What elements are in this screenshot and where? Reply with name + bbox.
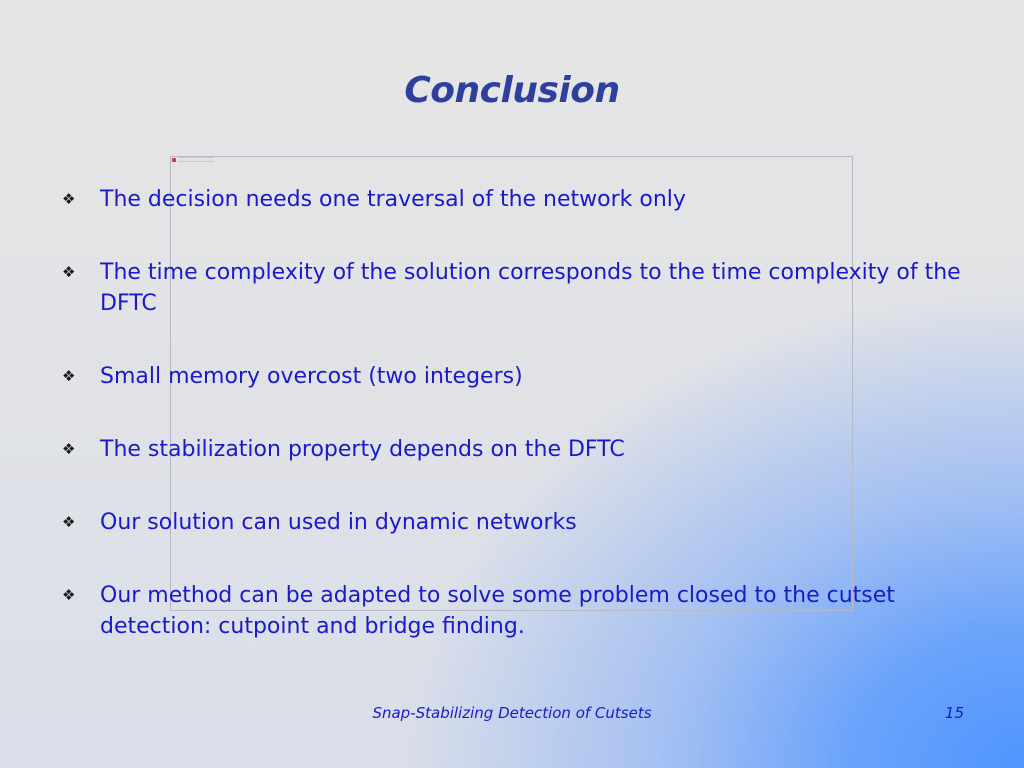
embedded-object-caption-lines: [178, 157, 214, 162]
diamond-bullet-icon: ❖: [62, 586, 76, 604]
bullet-text: The decision needs one traversal of the …: [100, 187, 686, 212]
diamond-bullet-icon: ❖: [62, 367, 76, 385]
bullet-item: ❖ Small memory overcost (two integers): [62, 361, 972, 392]
bullet-text: The stabilization property depends on th…: [100, 437, 625, 462]
bullet-item: ❖ Our solution can used in dynamic netwo…: [62, 507, 972, 538]
bullet-list: ❖ The decision needs one traversal of th…: [62, 184, 972, 684]
bullet-item: ❖ The stabilization property depends on …: [62, 434, 972, 465]
diamond-bullet-icon: ❖: [62, 263, 76, 281]
bullet-item: ❖ The time complexity of the solution co…: [62, 257, 972, 319]
embedded-object-marker-icon: [172, 158, 176, 162]
embedded-object-frame: [170, 156, 853, 611]
bullet-item: ❖ The decision needs one traversal of th…: [62, 184, 972, 215]
diamond-bullet-icon: ❖: [62, 440, 76, 458]
slide-title: Conclusion: [404, 70, 620, 111]
footer-presentation-title: Snap-Stabilizing Detection of Cutsets: [372, 704, 652, 722]
diamond-bullet-icon: ❖: [62, 513, 76, 531]
slide-number: 15: [944, 704, 964, 722]
bullet-text: Our method can be adapted to solve some …: [100, 583, 895, 639]
bullet-text: Our solution can used in dynamic network…: [100, 510, 577, 535]
bullet-item: ❖ Our method can be adapted to solve som…: [62, 580, 972, 642]
bullet-text: The time complexity of the solution corr…: [100, 260, 961, 316]
diamond-bullet-icon: ❖: [62, 190, 76, 208]
bullet-text: Small memory overcost (two integers): [100, 364, 523, 389]
